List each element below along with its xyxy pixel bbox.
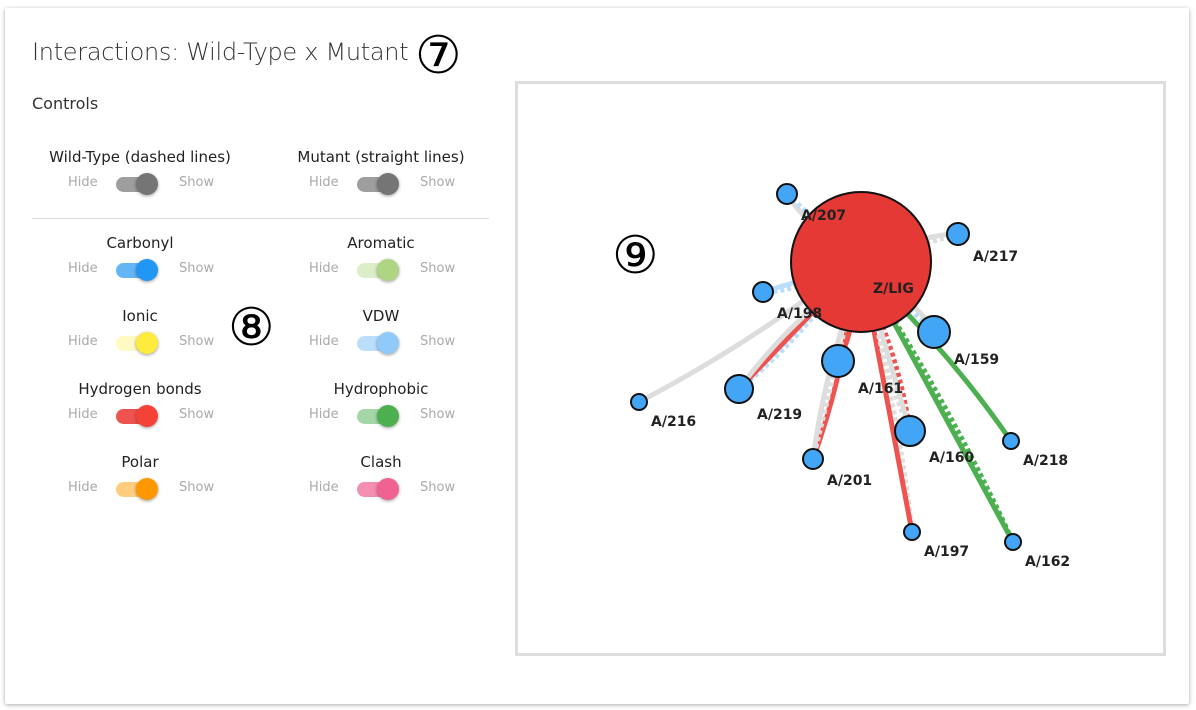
toggle-knob[interactable]: [377, 173, 399, 195]
residue-node[interactable]: [917, 315, 951, 349]
toggle-knob[interactable]: [377, 405, 399, 427]
toggle-label: Polar: [121, 453, 159, 471]
residue-node[interactable]: [894, 415, 926, 447]
residue-label: A/198: [777, 306, 822, 322]
hide-label: Hide: [309, 334, 339, 349]
toggle-wild-type-dashed-lines[interactable]: Wild-Type (dashed lines) Hide Show: [30, 148, 270, 198]
divider: [32, 218, 489, 219]
interactions-card: [5, 8, 1189, 704]
toggle-knob[interactable]: [136, 405, 158, 427]
hide-label: Hide: [309, 407, 339, 422]
annotation-9: ⑨: [612, 226, 659, 286]
show-label: Show: [420, 407, 456, 422]
residue-node[interactable]: [1004, 533, 1022, 551]
page-title: Interactions: Wild-Type x Mutant: [32, 38, 409, 66]
show-label: Show: [179, 480, 215, 495]
hide-label: Hide: [68, 334, 98, 349]
show-label: Show: [179, 261, 215, 276]
toggle-label: Aromatic: [347, 234, 415, 252]
residue-node[interactable]: [903, 523, 921, 541]
controls-heading: Controls: [32, 94, 99, 113]
show-label: Show: [420, 334, 456, 349]
toggle-knob[interactable]: [136, 478, 158, 500]
show-label: Show: [420, 261, 456, 276]
residue-node[interactable]: [821, 344, 855, 378]
residue-label: A/219: [757, 407, 802, 423]
hide-label: Hide: [68, 261, 98, 276]
toggle-label: Carbonyl: [106, 234, 174, 252]
residue-label: A/160: [929, 450, 974, 466]
toggle-knob[interactable]: [136, 259, 158, 281]
ligand-node[interactable]: [790, 191, 932, 333]
residue-label: A/161: [858, 381, 903, 397]
residue-label: A/197: [924, 544, 969, 560]
toggle-label: Clash: [360, 453, 402, 471]
toggle-knob[interactable]: [377, 332, 399, 354]
hide-label: Hide: [309, 175, 339, 190]
toggle-label: Hydrogen bonds: [78, 380, 202, 398]
toggle-knob[interactable]: [377, 478, 399, 500]
hide-label: Hide: [309, 261, 339, 276]
residue-label: A/162: [1025, 554, 1070, 570]
show-label: Show: [420, 480, 456, 495]
interaction-edge: [877, 295, 1016, 544]
hide-label: Hide: [68, 480, 98, 495]
toggle-knob[interactable]: [377, 259, 399, 281]
hide-label: Hide: [68, 407, 98, 422]
show-label: Show: [179, 334, 215, 349]
residue-node[interactable]: [776, 183, 798, 205]
residue-node[interactable]: [752, 281, 774, 303]
show-label: Show: [179, 407, 215, 422]
residue-label: A/207: [801, 208, 846, 224]
toggle-label: Hydrophobic: [333, 380, 429, 398]
toggle-label: Ionic: [122, 307, 158, 325]
residue-label: A/217: [973, 249, 1018, 265]
residue-label: A/218: [1023, 453, 1068, 469]
toggle-label: VDW: [362, 307, 400, 325]
residue-node[interactable]: [724, 374, 754, 404]
annotation-7: ⑦: [415, 26, 462, 86]
residue-label: A/201: [827, 473, 872, 489]
residue-node[interactable]: [802, 448, 824, 470]
residue-node[interactable]: [630, 393, 648, 411]
residue-label: A/159: [954, 352, 999, 368]
annotation-8: ⑧: [228, 298, 275, 358]
residue-label: A/216: [651, 414, 696, 430]
toggle-knob[interactable]: [136, 173, 158, 195]
residue-node[interactable]: [1002, 432, 1020, 450]
toggle-mutant-straight-lines[interactable]: Mutant (straight lines) Hide Show: [271, 148, 511, 198]
toggle-knob[interactable]: [136, 332, 158, 354]
toggle-label: Wild-Type (dashed lines): [49, 148, 231, 166]
hide-label: Hide: [309, 480, 339, 495]
ligand-label: Z/LIG: [873, 281, 914, 297]
show-label: Show: [420, 175, 456, 190]
hide-label: Hide: [68, 175, 98, 190]
toggle-vdw[interactable]: VDW Hide Show: [271, 307, 511, 357]
residue-node[interactable]: [946, 222, 970, 246]
show-label: Show: [179, 175, 215, 190]
toggle-label: Mutant (straight lines): [297, 148, 465, 166]
